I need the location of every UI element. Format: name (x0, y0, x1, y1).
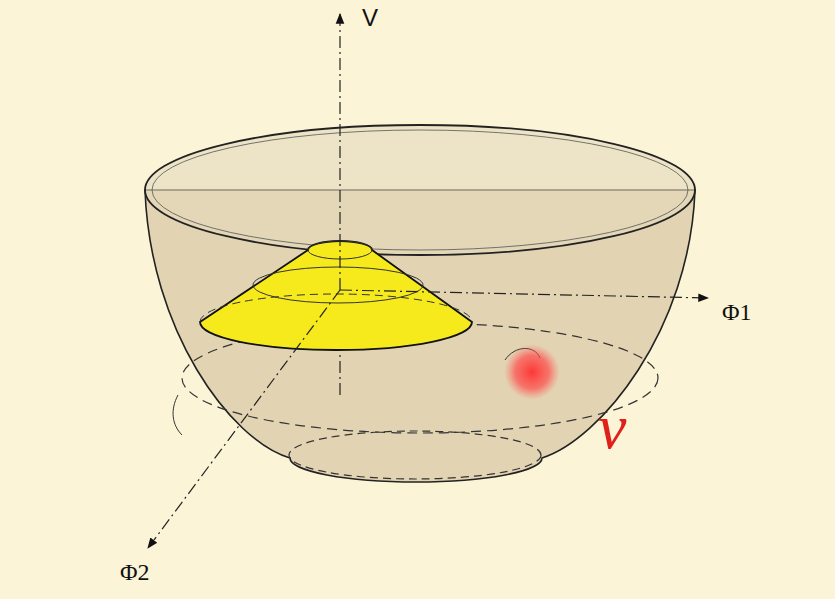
phi1-axis (340, 290, 708, 298)
axis-label: V (362, 6, 378, 30)
bowl-bottom (289, 431, 541, 479)
v-axis (339, 14, 340, 290)
vacuum-state (504, 344, 560, 400)
hump-base-back (200, 294, 472, 322)
axis-label: Φ1 (722, 300, 752, 324)
axis-label: Φ2 (120, 560, 150, 584)
vev-label: v (598, 395, 626, 459)
bowl-inner (145, 125, 695, 255)
phi2-axis (148, 290, 340, 548)
bowl-rim (145, 125, 695, 255)
hump-contour (253, 267, 423, 303)
bowl-rim-inner (152, 130, 688, 250)
motion-arrow (173, 395, 182, 435)
